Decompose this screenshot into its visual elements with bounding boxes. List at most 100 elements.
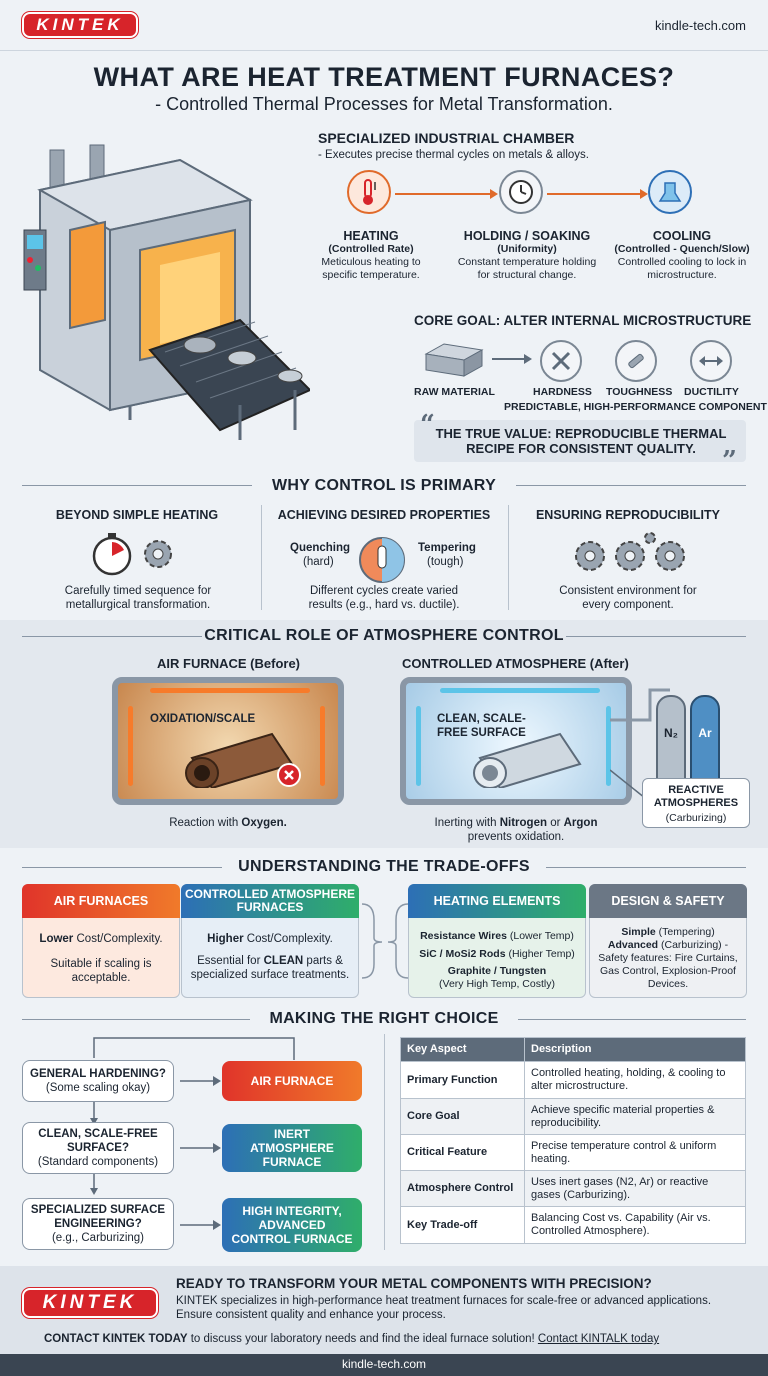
component-label: PREDICTABLE, HIGH-PERFORMANCE COMPONENT xyxy=(504,401,767,413)
ctrl-caption-argon: Argon xyxy=(563,817,598,829)
decision-flow-lines xyxy=(90,1037,295,1230)
step-holding-sub: (Uniformity) xyxy=(497,243,557,255)
table-row: Core Goal Achieve specific material prop… xyxy=(400,1098,746,1135)
table-cell: Uses inert gases (N2, Ar) or reactive ga… xyxy=(524,1170,746,1207)
table-header-aspect: Key Aspect xyxy=(400,1037,525,1062)
quenching-label: Quenching xyxy=(290,542,351,554)
reactive-title: REACTIVE ATMOSPHERES xyxy=(653,784,739,809)
heating-r2: (Higher Temp) xyxy=(505,948,575,960)
tempering-label: Tempering xyxy=(418,542,476,554)
raw-material-block-icon xyxy=(424,343,484,377)
ctrl-essential-clean: CLEAN xyxy=(263,955,304,967)
table-row: Key Trade-off Balancing Cost vs. Capabil… xyxy=(400,1206,746,1244)
clean-pipe-icon xyxy=(473,732,582,788)
air-furnace-title: AIR FURNACE (Before) xyxy=(157,656,300,671)
quote-close-icon: ” xyxy=(722,446,737,476)
design-safety-head: DESIGN & SAFETY xyxy=(611,894,725,908)
why-col1-desc: Carefully timed sequence for metallurgic… xyxy=(64,585,212,611)
ductility-icon xyxy=(690,340,732,382)
core-goal: CORE GOAL: ALTER INTERNAL MICROSTRUCTURE xyxy=(414,313,752,328)
argon-cylinder-icon xyxy=(690,695,720,787)
question-clean-surface: CLEAN, SCALE-FREE SURFACE? (Standard com… xyxy=(22,1122,174,1174)
question-specialized: SPECIALIZED SURFACE ENGINEERING? (e.g., … xyxy=(22,1198,174,1250)
cta-contact: to discuss your laboratory needs and fin… xyxy=(187,1333,535,1345)
why-col1-title: BEYOND SIMPLE HEATING xyxy=(55,508,219,522)
gas-ar-label: Ar xyxy=(698,726,712,740)
quote-text: THE TRUE VALUE: REPRODUCIBLE THERMAL REC… xyxy=(435,426,727,456)
error-x-icon xyxy=(277,763,301,787)
table-row: Critical Feature Precise temperature con… xyxy=(400,1134,746,1171)
why-col3-desc: Consistent environment for every compone… xyxy=(559,585,697,611)
summary-table: Key Aspect Description Primary Function … xyxy=(400,1037,746,1244)
design-r1: (Tempering) xyxy=(655,926,715,938)
air-caption-pre: Reaction with xyxy=(169,817,242,829)
table-cell: Controlled heating, holding, & cooling t… xyxy=(524,1061,746,1099)
site-url[interactable]: kindle-tech.com xyxy=(654,18,746,33)
question-1-sub: (Some scaling okay) xyxy=(45,1082,151,1094)
clock-icon xyxy=(499,170,543,214)
table-cell: Achieve specific material properties & r… xyxy=(524,1098,746,1135)
cta-contact-bold: CONTACT KINTEK TODAY xyxy=(44,1333,188,1345)
heating-r2-bold: SiC / MoSi2 Rods xyxy=(419,948,506,960)
design-r2: (Carburizing) - xyxy=(658,939,729,951)
question-3-text: SPECIALIZED SURFACE ENGINEERING? xyxy=(30,1204,166,1230)
tradeoffs-title: UNDERSTANDING THE TRADE-OFFS xyxy=(238,858,530,875)
oxidation-label: OXIDATION/SCALE xyxy=(150,713,256,725)
furnace-illustration xyxy=(23,144,310,440)
chamber-desc: - Executes precise thermal cycles on met… xyxy=(318,149,589,161)
table-cell: Precise temperature control & uniform he… xyxy=(524,1134,746,1171)
thermometer-icon xyxy=(347,170,391,214)
controlled-furnaces-head: CONTROLLED ATMOSPHERE FURNACES xyxy=(185,887,355,914)
chamber-title: SPECIALIZED INDUSTRIAL CHAMBER xyxy=(318,130,575,146)
gears-icon xyxy=(575,532,685,571)
bracket-connector xyxy=(361,903,409,979)
cta-contact-link[interactable]: Contact KINTALK today xyxy=(537,1333,660,1345)
ctrl-essential: parts & specialized surface treatments. xyxy=(190,955,350,981)
choice-title: MAKING THE RIGHT CHOICE xyxy=(269,1010,499,1027)
step-cooling-desc: Controlled cooling to lock in microstruc… xyxy=(617,256,747,281)
footer-site[interactable]: kindle-tech.com xyxy=(341,1357,427,1371)
question-general-hardening: GENERAL HARDENING? (Some scaling okay) xyxy=(22,1060,174,1102)
why-col2-desc: Different cycles create varied results (… xyxy=(308,585,460,611)
table-row: Primary Function Controlled heating, hol… xyxy=(400,1061,746,1099)
ctrl-cost-bold: Higher xyxy=(207,933,244,945)
air-furnace-button[interactable]: AIR FURNACE xyxy=(222,1061,362,1101)
design-r1-bold: Simple xyxy=(621,926,656,938)
ctrl-cost: Cost/Complexity. xyxy=(243,933,333,945)
air-furnaces-head: AIR FURNACES xyxy=(53,894,149,908)
table-cell: Critical Feature xyxy=(400,1134,525,1171)
page-subtitle: - Controlled Thermal Processes for Metal… xyxy=(155,94,613,114)
heating-elements-head: HEATING ELEMENTS xyxy=(433,894,561,908)
controlled-atmosphere-title: CONTROLLED ATMOSPHERE (After) xyxy=(402,656,629,671)
step-arrows xyxy=(395,189,648,199)
advanced-control-button[interactable]: HIGH INTEGRITY, ADVANCED CONTROL FURNACE xyxy=(222,1198,362,1252)
table-cell: Atmosphere Control xyxy=(400,1170,525,1207)
heating-r3-bold: Graphite / Tungsten xyxy=(447,965,547,977)
ctrl-essential-pre: Essential for xyxy=(197,955,264,967)
question-2-text: CLEAN, SCALE-FREE SURFACE? xyxy=(38,1128,158,1154)
gas-pipe-icon xyxy=(610,688,670,800)
cta-body: KINTEK specializes in high-performance h… xyxy=(176,1295,712,1321)
reactive-sub: (Carburizing) xyxy=(665,812,727,824)
quenching-sub: (hard) xyxy=(303,556,334,568)
heating-r1-bold: Resistance Wires xyxy=(420,930,507,942)
air-caption-oxygen: Oxygen. xyxy=(241,817,287,829)
question-2-sub: (Standard components) xyxy=(37,1156,159,1168)
ctrl-caption-nitrogen: Nitrogen xyxy=(499,817,547,829)
ctrl-caption-2: prevents oxidation. xyxy=(467,831,565,843)
inert-atmosphere-button[interactable]: INERT ATMOSPHERE FURNACE xyxy=(222,1124,362,1172)
arrow-right-icon xyxy=(492,354,532,364)
ctrl-caption-1: Inerting with xyxy=(434,817,500,829)
table-cell: Key Trade-off xyxy=(400,1206,525,1244)
page-title: WHAT ARE HEAT TREATMENT FURNACES? xyxy=(93,62,675,92)
heating-r1: (Lower Temp) xyxy=(506,930,574,942)
property-toughness: TOUGHNESS xyxy=(606,386,673,398)
stopwatch-gear-icon xyxy=(92,533,172,576)
tempering-sub: (tough) xyxy=(427,556,464,568)
quote-box xyxy=(414,420,746,462)
nitrogen-cylinder-icon xyxy=(656,695,686,787)
step-heating-desc: Meticulous heating to specific temperatu… xyxy=(321,256,421,281)
toughness-icon xyxy=(615,340,657,382)
kintek-logo: KINTEK xyxy=(22,12,138,38)
design-r2-bold: Advanced xyxy=(607,939,659,951)
